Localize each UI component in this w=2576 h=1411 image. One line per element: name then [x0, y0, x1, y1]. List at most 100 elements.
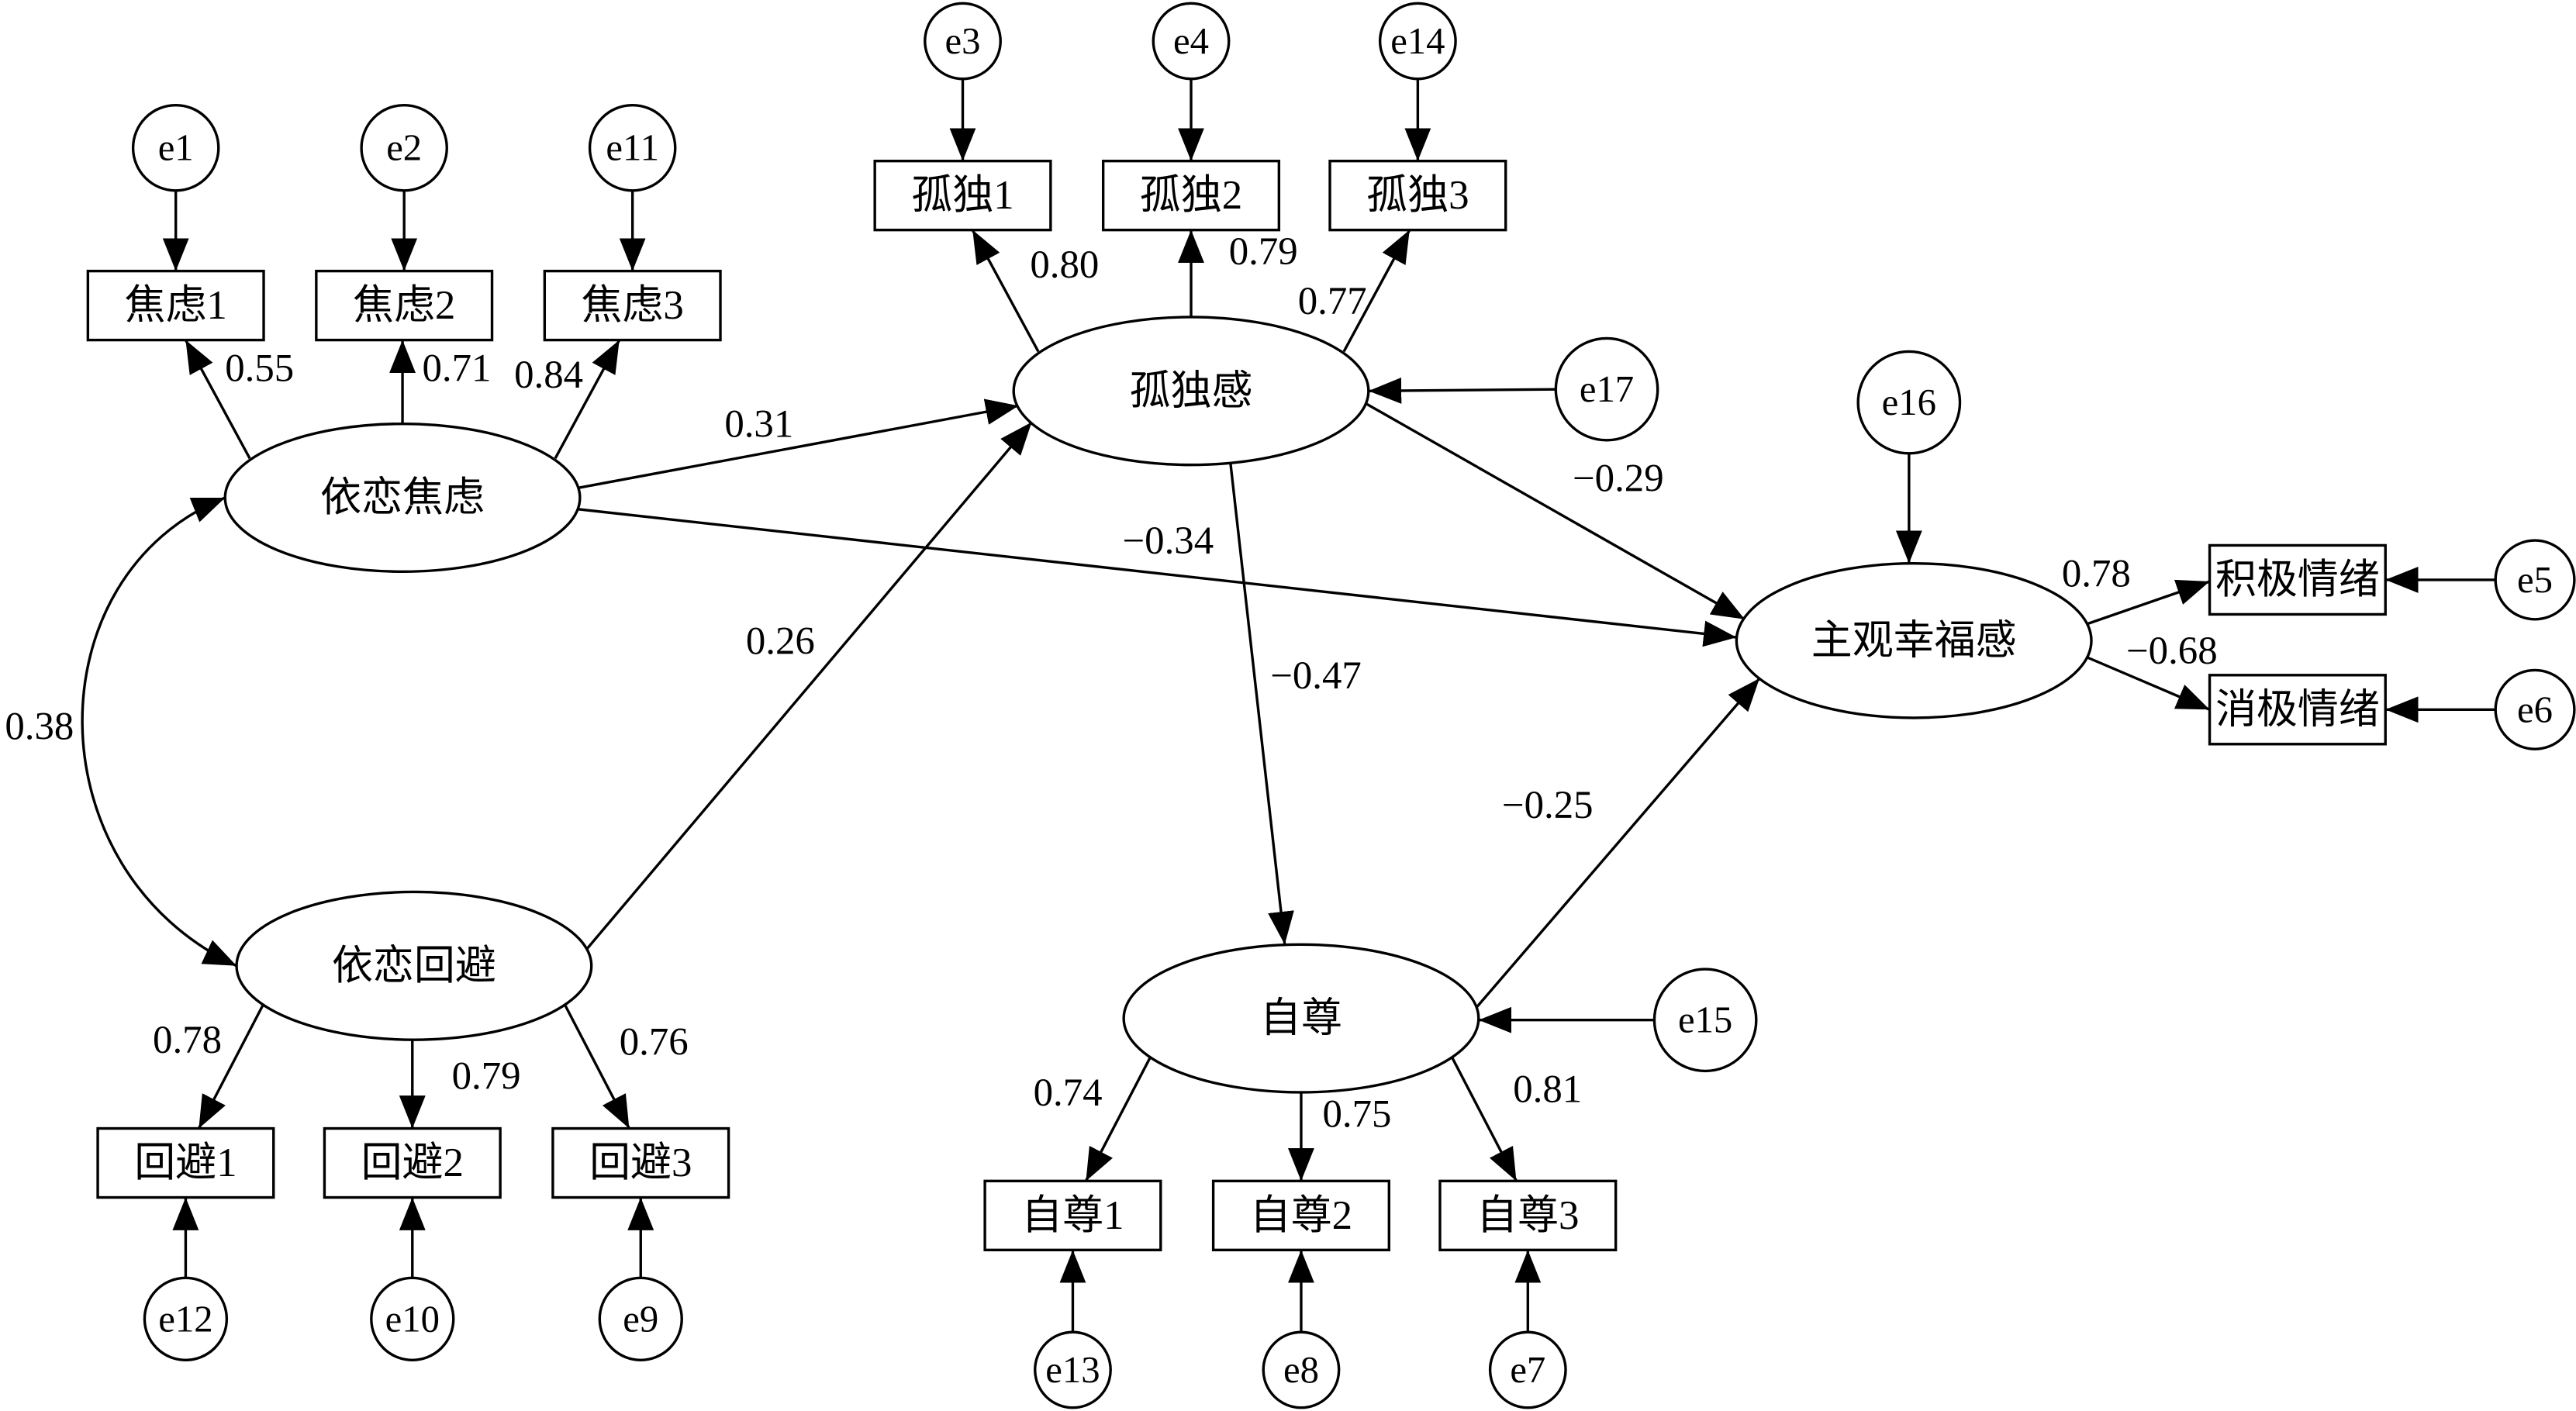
path-anxiety-to-wellbeing: [578, 508, 1737, 647]
path-self-esteem-to-esteem-3: [1451, 1057, 1518, 1182]
path-anxiety-to-anxiety-1: [184, 339, 251, 459]
latent-attachment-avoidance-label: 依恋回避: [332, 944, 496, 988]
coefficient-labels: 0.55 0.71 0.84 0.80 0.79 0.77 0.31 −0.34…: [5, 229, 2217, 1135]
error-e2: e2: [360, 103, 448, 192]
observed-lonely-3: 孤独3: [1328, 159, 1507, 232]
error-e8-label: e8: [1283, 1349, 1319, 1391]
error-e9: e9: [598, 1276, 683, 1361]
path-avoidance-to-loneliness: [585, 421, 1033, 950]
path-self-esteem-to-wellbeing: [1476, 677, 1761, 1008]
latent-loneliness: 孤独感: [1012, 316, 1370, 467]
edges: [81, 78, 2496, 1333]
coef-wellbeing-to-positive: 0.78: [2062, 551, 2131, 595]
error-e5: e5: [2494, 539, 2576, 621]
observed-positive-affect: 积极情绪: [2208, 543, 2387, 616]
latent-loneliness-label: 孤独感: [1130, 368, 1253, 413]
observed-negative-affect: 消极情绪: [2208, 674, 2387, 746]
coef-anxiety-with-avoidance: 0.38: [5, 704, 74, 747]
coef-self-esteem-to-esteem-2: 0.75: [1323, 1092, 1392, 1135]
observed-esteem-3-label: 自尊3: [1476, 1193, 1579, 1238]
observed-anxiety-3-label: 焦虑3: [581, 283, 683, 328]
observed-avoid-2-label: 回避2: [361, 1140, 464, 1185]
observed-lonely-1: 孤独1: [873, 159, 1052, 232]
error-e12: e12: [143, 1276, 229, 1361]
coef-anxiety-to-anxiety-2: 0.71: [423, 347, 492, 390]
error-e8: e8: [1262, 1330, 1341, 1409]
observed-anxiety-2-label: 焦虑2: [353, 283, 455, 328]
observed-avoid-3: 回避3: [551, 1126, 730, 1199]
coef-loneliness-to-wellbeing: −0.29: [1573, 457, 1664, 500]
coef-loneliness-to-lonely-1: 0.80: [1030, 243, 1099, 286]
latent-self-esteem: 自尊: [1122, 943, 1480, 1094]
path-avoidance-to-avoid-1: [197, 1004, 264, 1130]
coef-avoidance-to-loneliness: 0.26: [746, 619, 815, 662]
error-e9-label: e9: [623, 1298, 658, 1340]
path-e17-to-loneliness: [1368, 377, 1556, 404]
error-e11-label: e11: [606, 127, 659, 169]
error-e16: e16: [1856, 350, 1962, 455]
error-e12-label: e12: [158, 1298, 212, 1340]
error-e15: e15: [1652, 968, 1758, 1073]
error-e13-label: e13: [1045, 1349, 1100, 1391]
error-e15-label: e15: [1678, 999, 1732, 1041]
path-avoidance-to-avoid-3: [564, 1004, 630, 1130]
observed-esteem-1-label: 自尊1: [1021, 1193, 1124, 1238]
error-e16-label: e16: [1882, 381, 1936, 423]
path-loneliness-to-wellbeing: [1366, 402, 1746, 621]
observed-esteem-2: 自尊2: [1211, 1179, 1390, 1252]
coef-avoidance-to-avoid-3: 0.76: [620, 1019, 689, 1063]
path-anxiety-to-loneliness: [578, 398, 1019, 489]
error-e14-label: e14: [1390, 20, 1445, 62]
error-e17-label: e17: [1580, 368, 1634, 410]
latent-subjective-wellbeing-label: 主观幸福感: [1811, 618, 2017, 663]
observed-lonely-2: 孤独2: [1101, 159, 1281, 232]
covariance-anxiety-avoidance: [81, 496, 237, 968]
error-e4-label: e4: [1173, 20, 1209, 62]
latent-subjective-wellbeing: 主观幸福感: [1735, 562, 2093, 719]
observed-avoid-3-label: 回避3: [589, 1140, 692, 1185]
observed-anxiety-1: 焦虑1: [86, 269, 265, 342]
path-anxiety-to-anxiety-3: [554, 339, 621, 459]
observed-anxiety-3: 焦虑3: [543, 269, 722, 342]
coef-loneliness-to-lonely-3: 0.77: [1298, 279, 1367, 323]
latent-attachment-anxiety-label: 依恋焦虑: [320, 475, 485, 520]
coef-loneliness-to-lonely-2: 0.79: [1229, 229, 1298, 273]
observed-esteem-1: 自尊1: [983, 1179, 1162, 1252]
error-e2-label: e2: [386, 127, 422, 169]
error-e11: e11: [588, 103, 677, 192]
path-loneliness-to-self-esteem: [1229, 463, 1294, 945]
path-loneliness-to-lonely-3: [1342, 229, 1411, 353]
coef-avoidance-to-avoid-2: 0.79: [452, 1054, 521, 1098]
error-e1-label: e1: [158, 127, 194, 169]
coef-anxiety-to-anxiety-1: 0.55: [225, 347, 294, 390]
coef-wellbeing-to-negative: −0.68: [2126, 629, 2218, 672]
error-e3: e3: [924, 2, 1002, 81]
error-e10-label: e10: [385, 1298, 440, 1340]
latent-attachment-avoidance: 依恋回避: [235, 890, 593, 1041]
observed-lonely-2-label: 孤独2: [1140, 173, 1242, 218]
observed-avoid-2: 回避2: [323, 1126, 502, 1199]
observed-negative-affect-label: 消极情绪: [2215, 687, 2380, 732]
observed-lonely-3-label: 孤独3: [1366, 173, 1469, 218]
path-self-esteem-to-esteem-1: [1084, 1057, 1152, 1182]
path-wellbeing-to-negative: [2085, 655, 2211, 711]
error-e10: e10: [370, 1276, 455, 1361]
observed-esteem-3: 自尊3: [1438, 1179, 1618, 1252]
coef-anxiety-to-loneliness: 0.31: [724, 402, 793, 446]
coef-self-esteem-to-esteem-1: 0.74: [1034, 1071, 1103, 1114]
latent-self-esteem-label: 自尊: [1260, 996, 1342, 1041]
coef-avoidance-to-avoid-1: 0.78: [153, 1018, 222, 1061]
latent-attachment-anxiety: 依恋焦虑: [223, 422, 582, 574]
coef-self-esteem-to-esteem-3: 0.81: [1513, 1068, 1582, 1111]
error-e7-label: e7: [1510, 1349, 1545, 1391]
error-e6: e6: [2494, 668, 2576, 750]
error-e5-label: e5: [2517, 559, 2553, 601]
observed-esteem-2-label: 自尊2: [1250, 1193, 1352, 1238]
coef-anxiety-to-wellbeing: −0.34: [1123, 519, 1214, 562]
error-e3-label: e3: [945, 20, 981, 62]
coef-self-esteem-to-wellbeing: −0.25: [1502, 783, 1594, 826]
path-wellbeing-to-positive: [2086, 579, 2211, 626]
observed-anxiety-2: 焦虑2: [315, 269, 494, 342]
observed-anxiety-1-label: 焦虑1: [124, 283, 226, 328]
